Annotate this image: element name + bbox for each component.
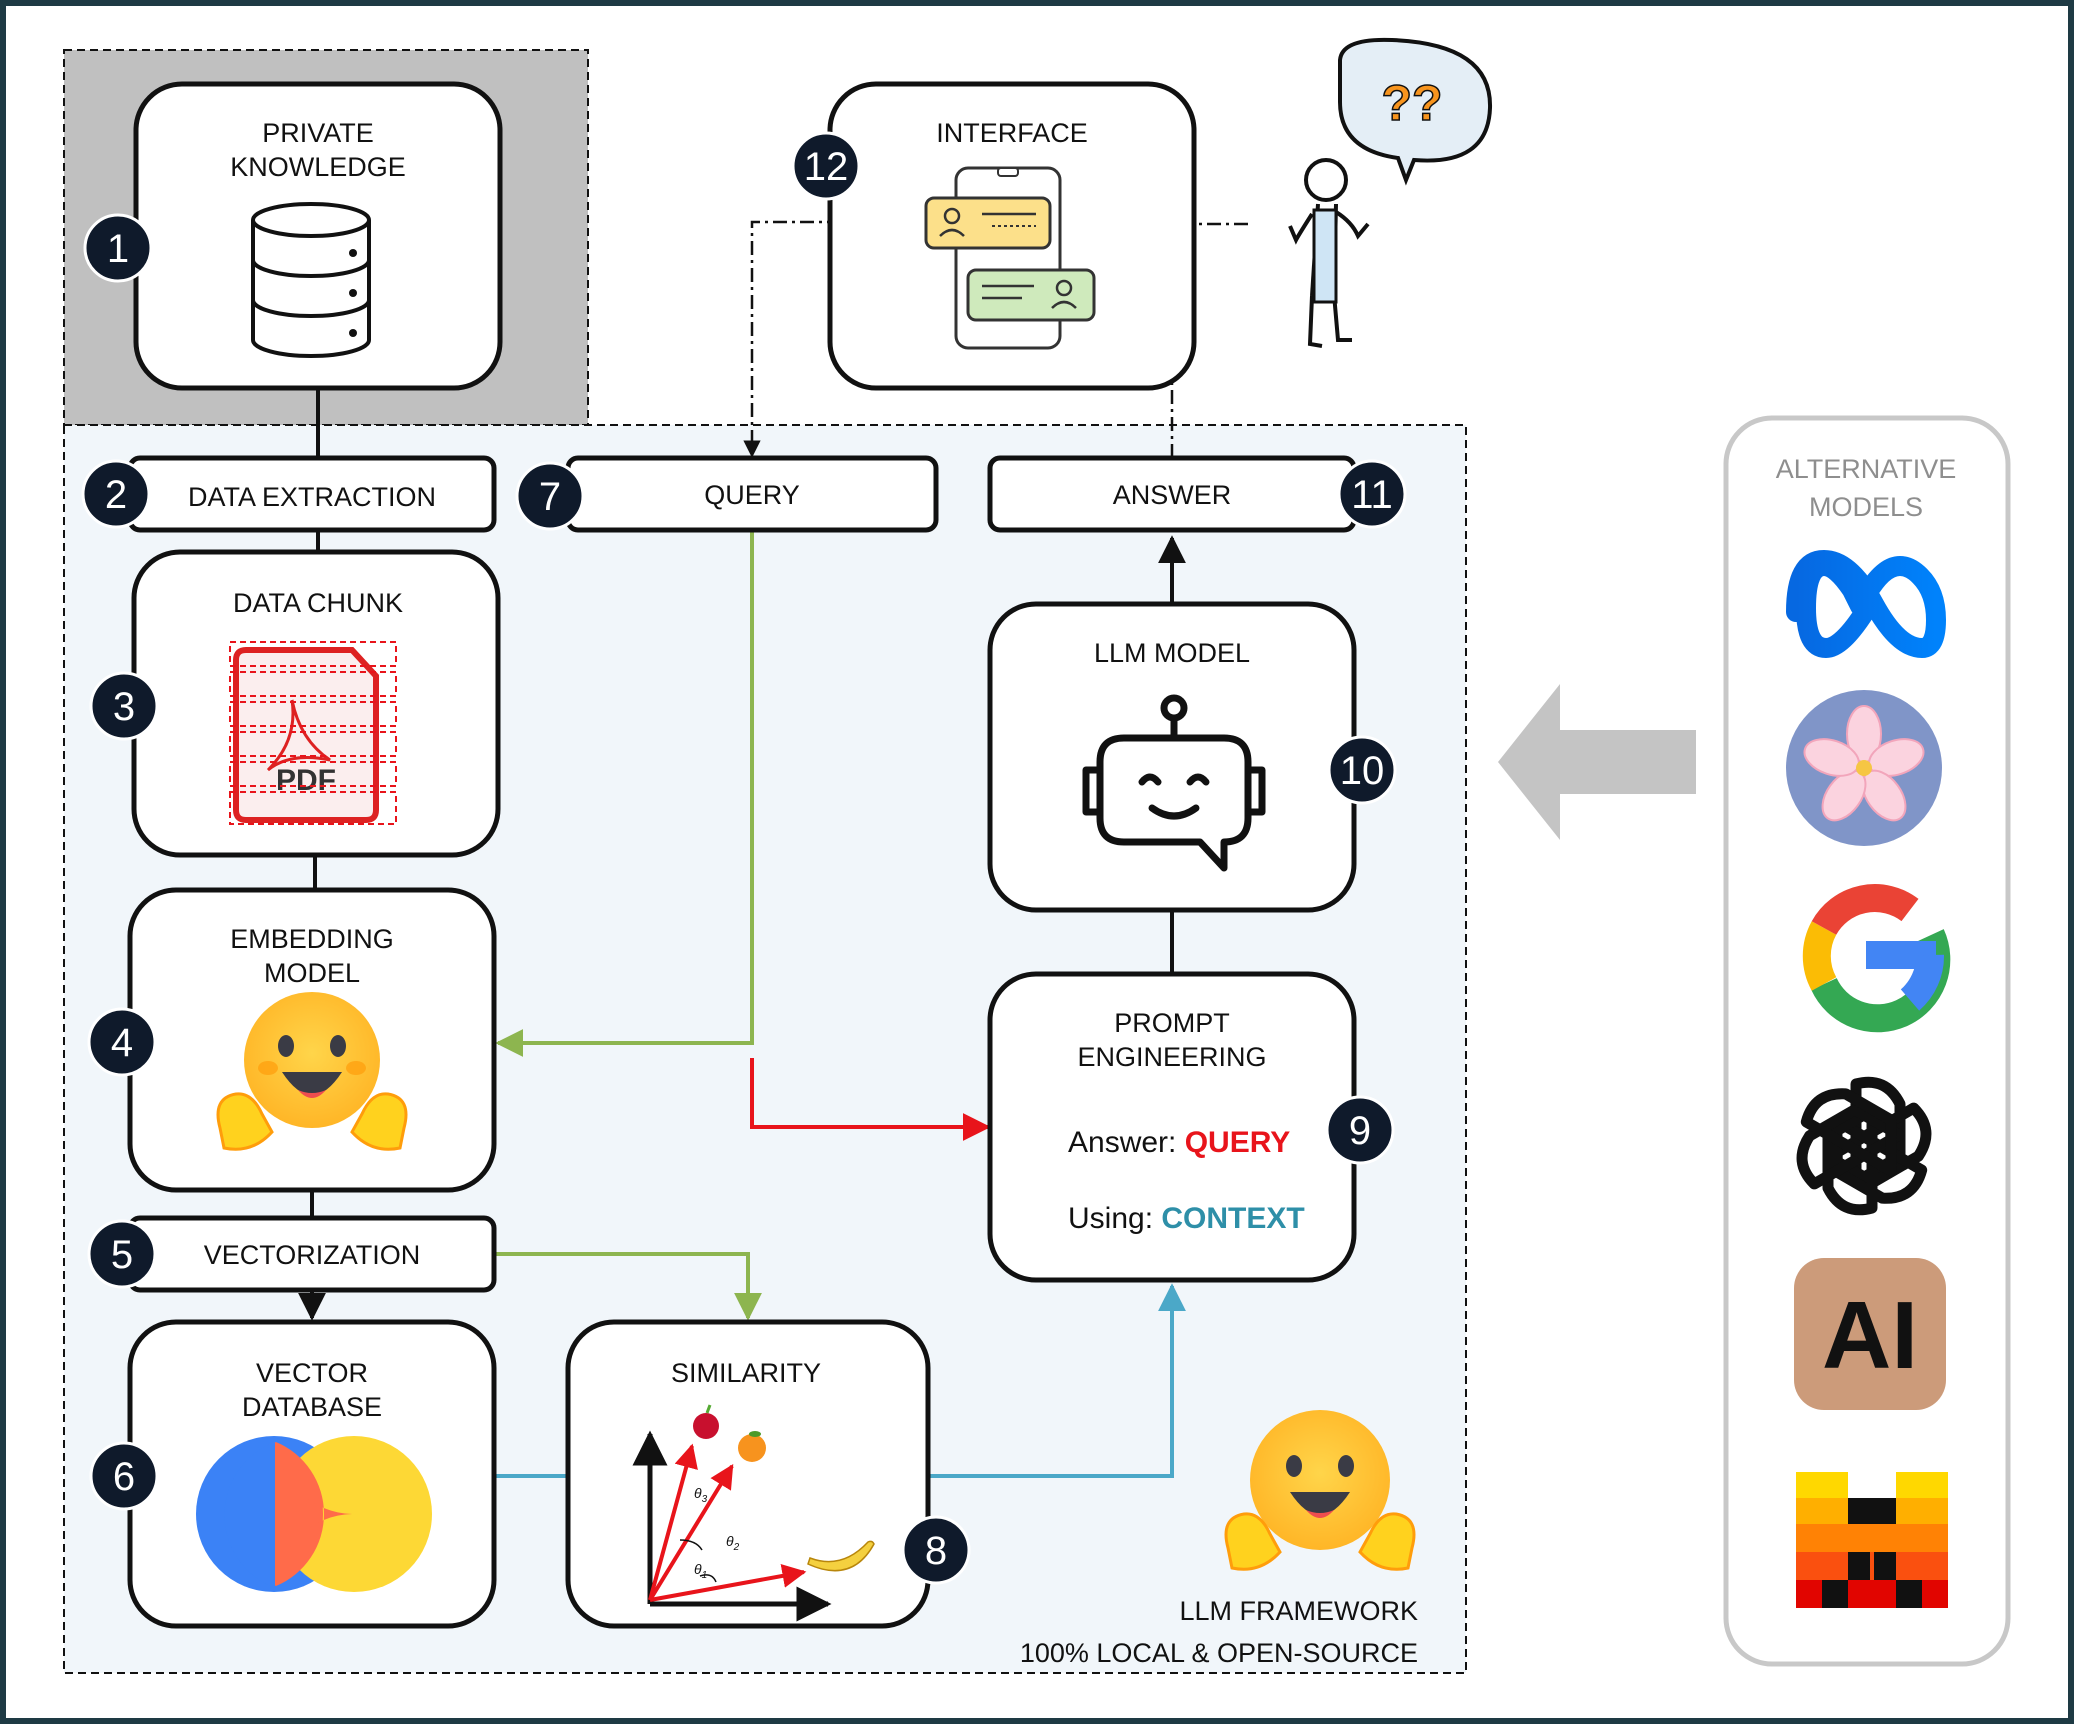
step-badge-12: 12 [791, 131, 861, 201]
prompt-engineering-title-2: ENGINEERING [1077, 1042, 1266, 1072]
chat-phone-icon [924, 166, 1096, 350]
private-knowledge-title-2: KNOWLEDGE [230, 152, 406, 182]
similarity-title: SIMILARITY [671, 1358, 821, 1388]
openai-icon [1796, 1076, 1932, 1216]
anthropic-logo-text: AI [1822, 1282, 1918, 1389]
step-badge-11: 11 [1337, 459, 1407, 529]
apple-icon [693, 1404, 719, 1439]
step-badge-5: 5 [87, 1219, 157, 1289]
svg-text:10: 10 [1340, 749, 1385, 793]
vector-db-logo-icon [196, 1436, 432, 1592]
answer-box: ANSWER [987, 455, 1357, 533]
prompt-engineering-title-1: PROMPT [1114, 1008, 1230, 1038]
similarity-plot-icon: θ3 θ2 θ1 [632, 1404, 875, 1622]
data-chunk-box: DATA CHUNK PDF [131, 549, 501, 858]
theta3-label: θ3 [694, 1485, 708, 1505]
vectorization-to-similarity-line [492, 1252, 762, 1321]
banana-icon [807, 1540, 875, 1572]
prompt-using-line: Using: CONTEXT [1068, 1202, 1305, 1235]
svg-text:4: 4 [111, 1021, 133, 1065]
framework-label-1: LLM FRAMEWORK [1179, 1596, 1418, 1626]
step-badge-8: 8 [901, 1515, 971, 1585]
embedding-model-title-2: MODEL [264, 958, 360, 988]
step-badge-1: 1 [83, 213, 153, 283]
embedding-model-box: EMBEDDING MODEL [127, 887, 497, 1193]
cherry-blossom-icon [1786, 690, 1942, 846]
svg-text:1: 1 [107, 227, 129, 271]
data-chunk-title: DATA CHUNK [233, 588, 403, 618]
svg-text:9: 9 [1349, 1109, 1371, 1153]
svg-text:2: 2 [105, 473, 127, 517]
prompt-engineering-box: PROMPT ENGINEERING Answer: QUERY Using: … [987, 971, 1357, 1283]
vector-database-title-1: VECTOR [256, 1358, 368, 1388]
database-icon [251, 202, 371, 358]
theta2-label: θ2 [726, 1533, 740, 1553]
user-figure-icon: ?? [1288, 37, 1493, 348]
data-extraction-label: DATA EXTRACTION [188, 482, 436, 512]
framework-hugging-face-icon [1224, 1410, 1416, 1571]
vectorization-box: VECTORIZATION [127, 1215, 497, 1293]
svg-text:5: 5 [111, 1233, 133, 1277]
embedding-model-title-1: EMBEDDING [230, 924, 394, 954]
prompt-answer-line: Answer: QUERY [1068, 1126, 1290, 1159]
step-badge-4: 4 [87, 1007, 157, 1077]
vector-database-title-2: DATABASE [242, 1392, 382, 1422]
alternative-models-panel: ALTERNATIVE MODELS [1723, 415, 2011, 1667]
vector-database-box: VECTOR DATABASE [127, 1319, 497, 1629]
step-badge-3: 3 [89, 671, 159, 741]
llm-model-box: LLM MODEL [987, 601, 1357, 913]
svg-text:3: 3 [113, 685, 135, 729]
step-badge-10: 10 [1327, 735, 1397, 805]
vectorization-label: VECTORIZATION [204, 1240, 421, 1270]
context-to-prompt-line [928, 1283, 1186, 1478]
query-to-embedding-line [495, 530, 754, 1057]
similarity-box: SIMILARITY θ3 θ2 θ1 [565, 1319, 931, 1629]
svg-text:6: 6 [113, 1455, 135, 1499]
alternative-models-title-1: ALTERNATIVE [1776, 454, 1957, 484]
question-marks: ?? [1381, 75, 1442, 131]
alternative-models-arrow [1498, 684, 1696, 840]
robot-icon [1082, 694, 1266, 872]
query-box: QUERY [565, 455, 939, 533]
query-label: QUERY [704, 480, 800, 510]
query-to-prompt-line [750, 1058, 991, 1141]
step-badge-7: 7 [515, 461, 585, 531]
theta1-label: θ1 [694, 1561, 707, 1581]
framework-label-2: 100% LOCAL & OPEN-SOURCE [1020, 1638, 1418, 1668]
private-knowledge-box: PRIVATE KNOWLEDGE [133, 81, 503, 391]
step-badge-6: 6 [89, 1441, 159, 1511]
pdf-icon: PDF [229, 641, 397, 825]
anthropic-icon: AI [1794, 1258, 1946, 1410]
svg-text:7: 7 [539, 475, 561, 519]
step-badge-9: 9 [1325, 1095, 1395, 1165]
data-extraction-box: DATA EXTRACTION [127, 455, 497, 533]
llm-model-title: LLM MODEL [1094, 638, 1250, 668]
interface-title: INTERFACE [936, 118, 1088, 148]
hugging-face-icon [216, 992, 408, 1151]
alternative-models-title-2: MODELS [1809, 492, 1923, 522]
answer-label: ANSWER [1113, 480, 1232, 510]
svg-text:8: 8 [925, 1529, 947, 1573]
step-badge-2: 2 [81, 459, 151, 529]
orange-icon [738, 1431, 766, 1462]
meta-icon [1786, 550, 1946, 658]
svg-text:11: 11 [1351, 473, 1393, 517]
svg-text:12: 12 [804, 145, 849, 189]
mistral-icon [1796, 1472, 1948, 1608]
interface-box: INTERFACE [827, 81, 1197, 391]
private-knowledge-title-1: PRIVATE [262, 118, 374, 148]
google-icon [1802, 884, 1951, 1033]
